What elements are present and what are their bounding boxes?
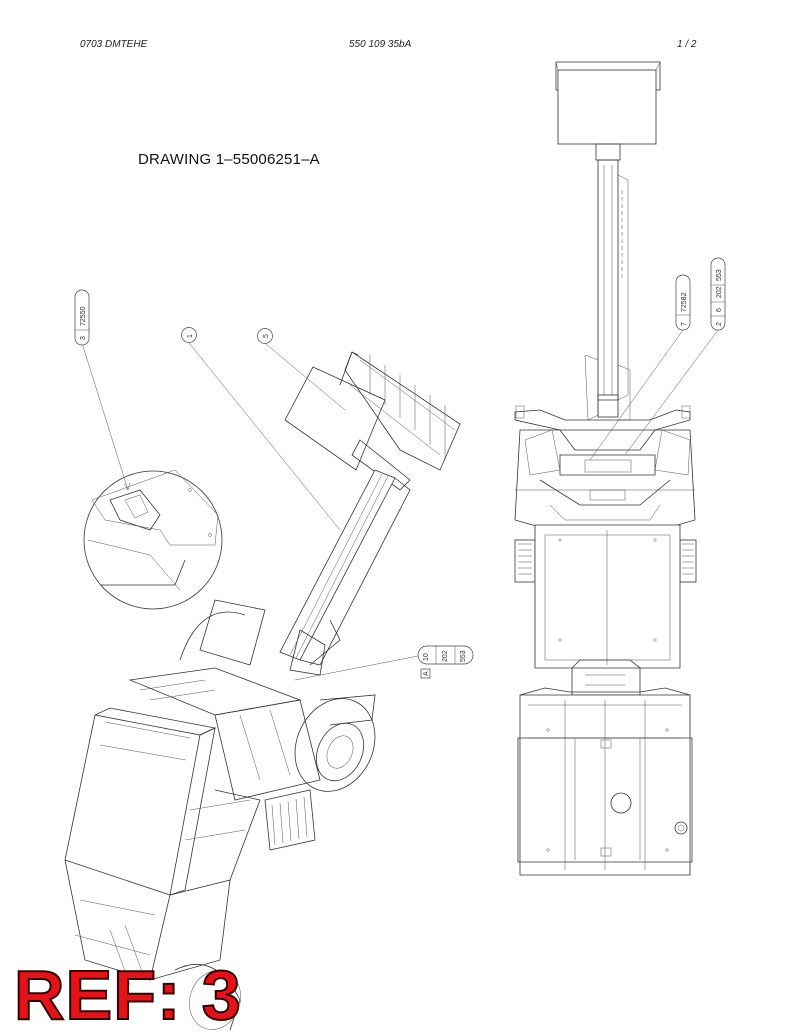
telescopic-boom xyxy=(279,469,411,676)
callout-7-part: 72582 xyxy=(681,292,688,312)
callout-a-marker: A xyxy=(423,671,430,676)
callout-5: 5 xyxy=(257,328,273,344)
header-document-number: 550 109 35bA xyxy=(349,39,412,50)
callout-2-part-2: 553 xyxy=(716,269,723,281)
leader-lines-right xyxy=(589,329,719,461)
callout-10: 10 202 553 A xyxy=(417,645,474,679)
callout-10-part-2: 553 xyxy=(460,650,467,662)
callout-1: 1 xyxy=(181,327,197,343)
callout-7-number: 7 xyxy=(681,322,688,326)
callout-3-number: 3 xyxy=(80,336,87,340)
callout-5-number: 5 xyxy=(263,334,270,338)
callout-10-number: 10 xyxy=(423,653,430,661)
platform-basket xyxy=(284,351,461,491)
callout-10-part: 202 xyxy=(442,650,449,662)
callout-3-bubble xyxy=(74,289,90,346)
machine-main-body xyxy=(64,707,261,1031)
header-left-code: 0703 DMTEHE xyxy=(80,39,148,50)
chassis-and-wheels xyxy=(128,599,376,851)
header-page-number: 1 / 2 xyxy=(677,39,697,50)
callout-7: 7 72582 xyxy=(675,274,691,331)
top-view-basket xyxy=(555,61,661,161)
top-view-boom xyxy=(584,159,631,421)
top-view-chassis xyxy=(514,524,697,669)
top-view-machine xyxy=(514,61,697,876)
callout-3-part: 72550 xyxy=(80,306,87,326)
callout-2-6: 2 6 202 553 xyxy=(710,257,726,331)
callout-2-part: 202 xyxy=(716,286,723,298)
ref-stamp: REF: 3 xyxy=(13,956,242,1034)
drawing-title: DRAWING 1–55006251–A xyxy=(138,151,320,168)
isometric-machine-view xyxy=(64,351,461,1031)
leader-lines-left xyxy=(81,342,419,681)
top-view-rear-body xyxy=(517,687,693,876)
callout-6-number: 6 xyxy=(716,308,723,312)
top-view-turret xyxy=(514,405,696,531)
callout-2-number: 2 xyxy=(716,322,723,326)
detail-magnifier-circle xyxy=(83,469,223,610)
callout-1-number: 1 xyxy=(187,334,194,338)
callout-3: 3 72550 xyxy=(74,289,90,346)
